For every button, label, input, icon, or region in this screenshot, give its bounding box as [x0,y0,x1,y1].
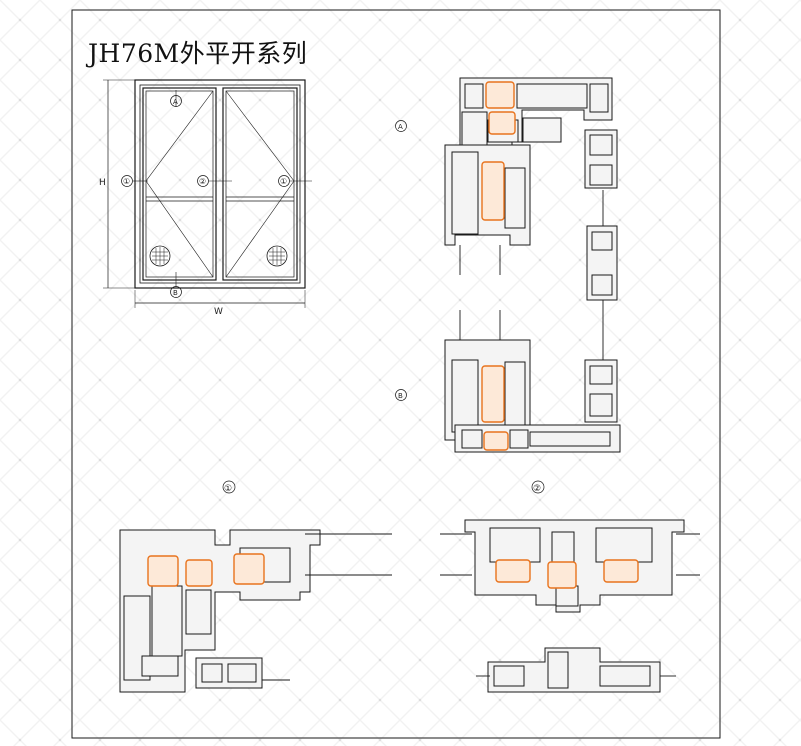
drawing-title: JH76M外平开系列 [88,39,308,68]
callout-a: A [173,98,178,106]
callout-2: ② [199,177,206,186]
horizontal-section-1 [119,480,392,693]
vsection-callout-a: A [398,123,403,131]
hsection-2-label: ② [533,484,541,494]
sheet-border [71,9,721,739]
horizontal-section-2 [440,480,700,693]
thermal-break-head [485,81,516,135]
callout-1-right: ① [280,177,287,186]
dim-width-label: W [214,307,223,317]
thermal-break-1 [147,553,265,587]
sash-right [222,87,298,281]
handle-right [266,245,288,267]
callout-b: B [173,289,178,297]
vsection-callout-b: B [398,392,403,400]
outer-frame [134,79,306,289]
vertical-section [395,77,621,453]
hsection-1-label: ① [224,484,232,494]
callout-1-left: ① [123,177,130,186]
handle-left [149,245,171,267]
window-elevation [103,79,312,308]
thermal-break-2 [495,559,639,589]
sash-left [142,87,217,281]
thermal-break-sill [483,431,509,451]
glass-lines [459,190,604,360]
dim-height-label: H [99,178,106,188]
